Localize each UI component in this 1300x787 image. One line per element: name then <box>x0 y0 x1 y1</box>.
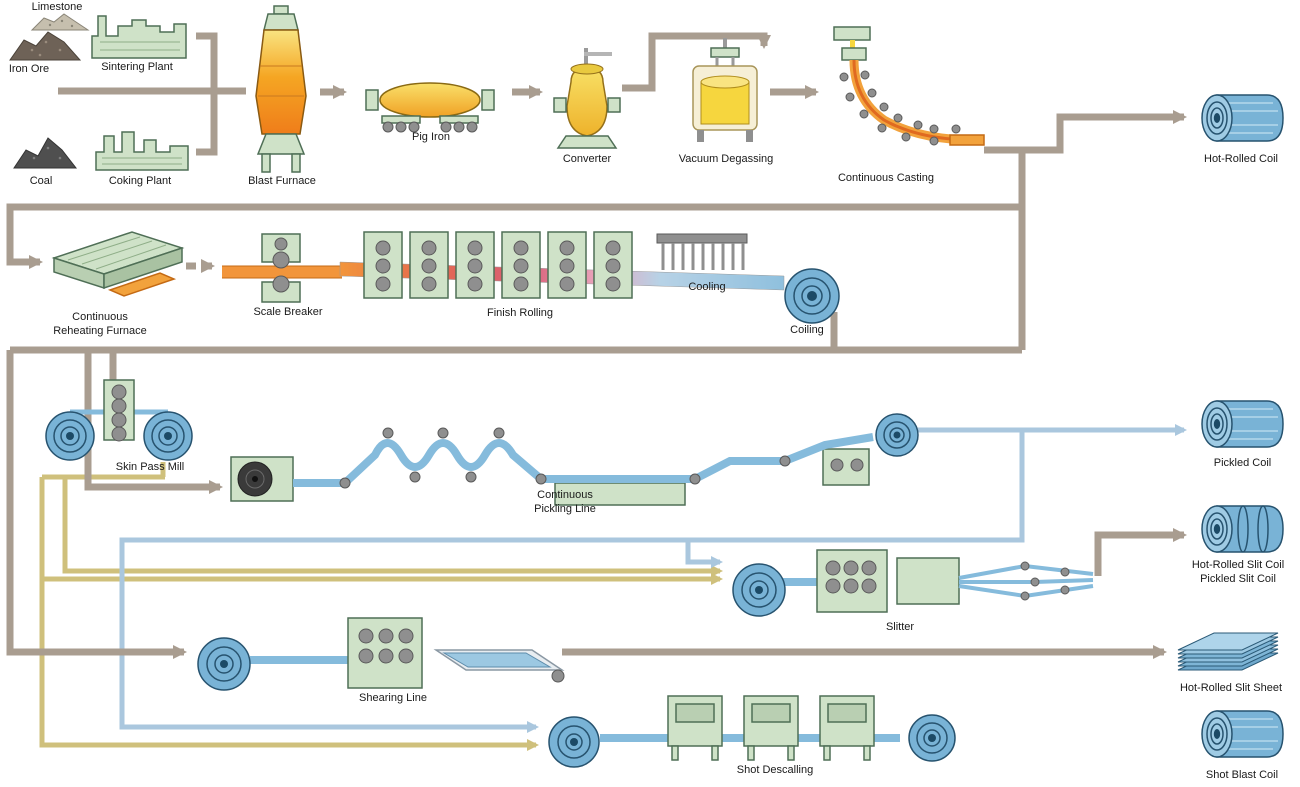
khaki-route-lines <box>39 462 723 751</box>
slit-sheet-stack-illustration <box>1168 610 1292 678</box>
pickled-coil-label: Pickled Coil <box>1213 457 1272 469</box>
converter-label: Converter <box>562 153 612 165</box>
slit-coil-illustration <box>1195 503 1287 555</box>
coal-pile-illustration <box>12 130 78 170</box>
pickled-route-lines <box>119 424 1187 733</box>
shot-blast-coil-illustration <box>1195 708 1287 760</box>
pig-iron-label: Pig Iron <box>412 131 450 143</box>
main-route-lines <box>6 32 1187 659</box>
hot-rolled-coil-illustration <box>1195 92 1287 144</box>
vacuum-degassing-label: Vacuum Degassing <box>678 153 774 165</box>
pickled-coil-illustration <box>1195 398 1287 450</box>
limestone-pile-illustration <box>30 10 90 32</box>
blast-furnace-label: Blast Furnace <box>248 175 316 187</box>
blast-furnace-illustration <box>246 5 316 174</box>
iron-ore-pile-illustration <box>8 26 82 62</box>
cooling-label: Cooling <box>688 281 726 293</box>
hot-rolled-coil-label: Hot-Rolled Coil <box>1204 153 1278 165</box>
slitter-label: Slitter <box>885 621 915 633</box>
scale-breaker-illustration <box>222 232 342 304</box>
coiling-label: Coiling <box>790 324 824 336</box>
continuous-casting-illustration <box>822 25 987 167</box>
sintering-plant-label: Sintering Plant <box>101 61 173 73</box>
continuous-pickling-line-illustration <box>225 405 935 520</box>
converter-illustration <box>550 48 625 150</box>
coking-plant-illustration <box>92 128 192 172</box>
finish-rolling-stands-illustration <box>352 226 647 306</box>
shearing-line-illustration <box>190 612 565 700</box>
continuous-casting-label: Continuous Casting <box>837 172 934 184</box>
skin-pass-mill-label: Skin Pass Mill <box>115 461 185 473</box>
slitter-illustration <box>725 538 1115 626</box>
slit-sheet-label: Hot-Rolled Slit Sheet <box>1179 682 1283 694</box>
cooling-sprays-illustration <box>655 232 750 277</box>
shearing-line-label: Shearing Line <box>359 692 427 704</box>
coal-label: Coal <box>29 175 53 187</box>
vacuum-degassing-illustration <box>685 38 765 144</box>
limestone-label: Limestone <box>31 1 83 13</box>
reheating-furnace-illustration <box>48 220 188 312</box>
shot-descaling-illustration <box>540 692 960 780</box>
skin-pass-mill-illustration <box>40 376 195 464</box>
finish-rolling-label: Finish Rolling <box>486 307 554 319</box>
coking-plant-label: Coking Plant <box>108 175 172 187</box>
shot-descaling-label: Shot Descalling <box>736 764 814 776</box>
scale-breaker-label: Scale Breaker <box>253 306 323 318</box>
sintering-plant-illustration <box>88 10 193 60</box>
iron-ore-label: Iron Ore <box>8 63 50 75</box>
pig-iron-torpedo-car-illustration <box>358 76 503 134</box>
shot-blast-coil-label: Shot Blast Coil <box>1205 769 1279 781</box>
